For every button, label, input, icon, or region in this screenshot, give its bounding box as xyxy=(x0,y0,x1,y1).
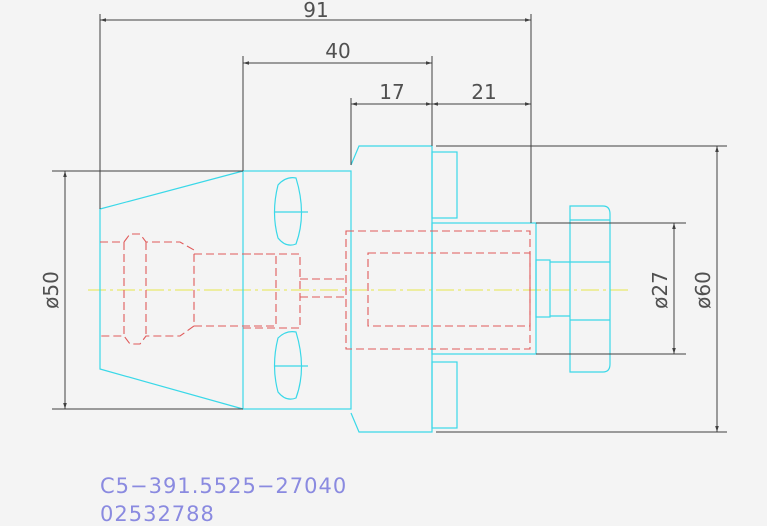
shank-outline xyxy=(431,222,537,355)
flange-outline xyxy=(350,145,433,433)
dim-dia-flange: ø60 xyxy=(691,271,715,309)
screw-head-outline xyxy=(535,259,551,318)
part-code: C5−391.5525−27040 xyxy=(100,474,348,498)
part-outline xyxy=(99,145,611,433)
dim-body-length: 40 xyxy=(325,39,350,63)
dim-dia-left: ø50 xyxy=(39,271,63,309)
dim-overall-length: 91 xyxy=(303,0,328,22)
pin-hidden xyxy=(300,278,346,298)
body-bore-hidden xyxy=(194,253,277,327)
lower-key-outline xyxy=(431,361,458,429)
item-number: 02532788 xyxy=(100,502,215,526)
upper-ball-outline xyxy=(273,177,303,246)
lower-ball-outline xyxy=(273,331,303,400)
body-outline xyxy=(242,170,352,410)
dim-flange-length: 17 xyxy=(379,80,404,104)
collet-end-outline xyxy=(99,170,244,410)
hidden-lines xyxy=(100,230,531,350)
nut-outline xyxy=(569,205,611,373)
body-bore-hidden-2 xyxy=(243,253,301,329)
dim-shank-length: 21 xyxy=(471,80,496,104)
dim-dia-bore: ø27 xyxy=(648,271,672,309)
collet-bore-hidden xyxy=(100,233,195,345)
shank-inner-hidden xyxy=(367,252,531,327)
upper-key-outline xyxy=(431,151,458,219)
dimension-lines xyxy=(52,14,727,433)
